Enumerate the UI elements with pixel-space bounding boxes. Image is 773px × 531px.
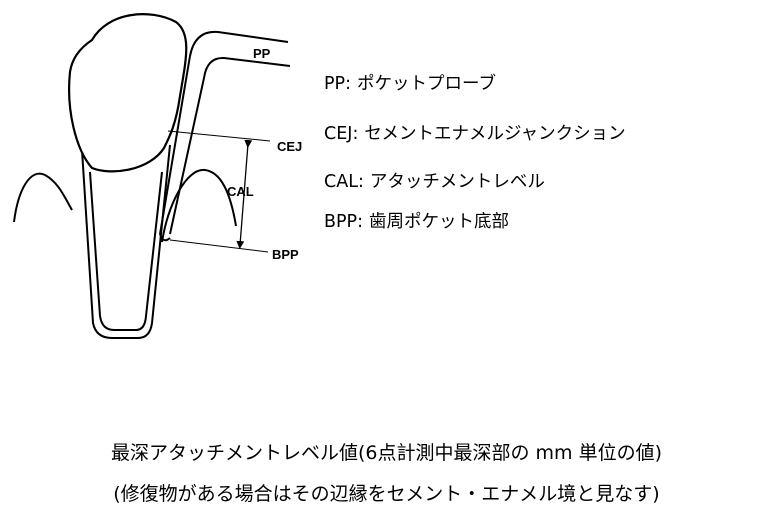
legend-item-pp: PP:ポケットプローブ [324,74,496,94]
legend-text: ポケットプローブ [357,74,496,94]
legend-code: PP: [324,74,352,94]
pocket-probe-outer [159,30,289,235]
caption-line-2: (修復物がある場合はその辺縁をセメント・エナメル境と見なす) [113,483,660,505]
tooth-root-outer [81,144,171,339]
legend-item-cal: CAL:アタッチメントレベル [324,172,545,192]
tooth-crown [68,13,188,173]
bpp-line [169,239,269,253]
gum-right [161,168,237,243]
legend-code: CEJ: [324,124,359,144]
caption-line-1: 最深アタッチメントレベル値(6点計測中最深部の mm 単位の値) [110,442,662,464]
legend-text: アタッチメントレベル [369,172,545,192]
cal-arrow [236,139,253,249]
legend-code: BPP: [324,212,364,232]
label-bpp: BPP [272,247,299,262]
legend-item-cej: CEJ:セメントエナメルジャンクション [324,124,626,144]
pocket-probe-inner [169,56,291,235]
cej-line [167,130,271,142]
gum-left [13,172,73,223]
label-cej: CEJ [277,139,302,154]
probe-tip [159,233,171,242]
label-cal: CAL [227,184,254,199]
legend-text: 歯周ポケット底部 [369,212,510,232]
label-pp: PP [253,46,271,61]
legend-item-bpp: BPP:歯周ポケット底部 [324,212,510,232]
legend-text: セメントエナメルジャンクション [364,124,626,144]
legend-code: CAL: [324,172,364,192]
tooth-root-inner [89,171,163,331]
